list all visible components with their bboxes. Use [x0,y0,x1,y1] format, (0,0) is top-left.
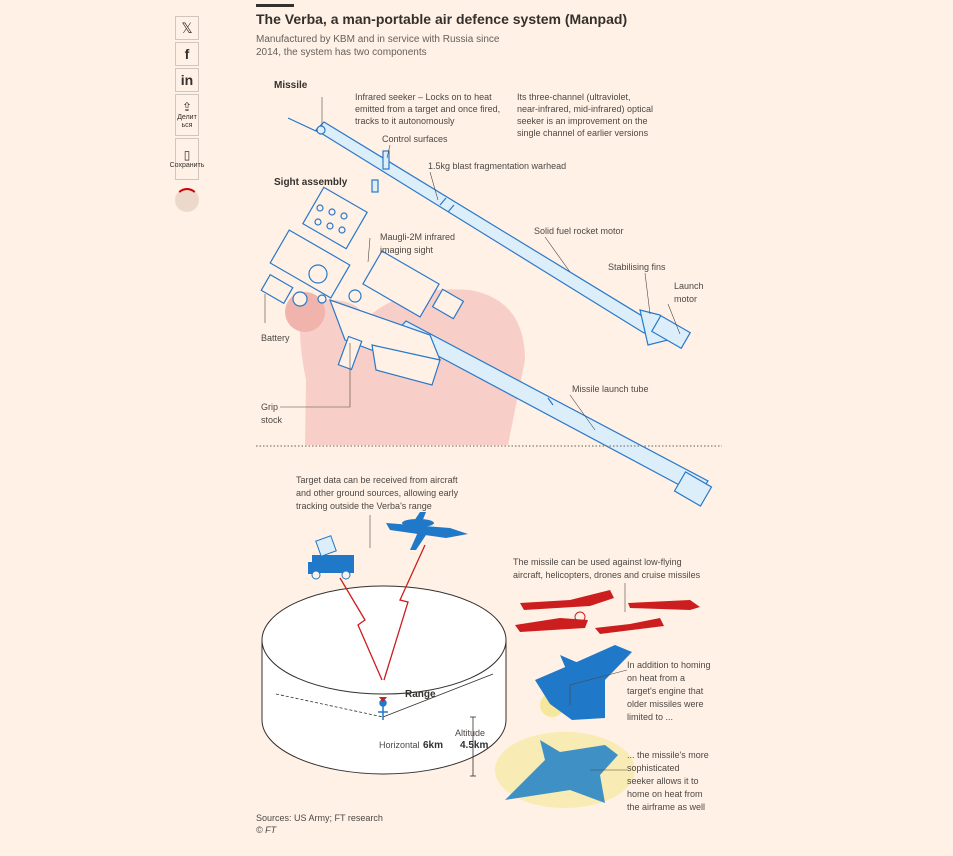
radar-truck-icon [308,535,354,580]
homing-heat-line-3: target's engine that [627,686,704,696]
linkedin-icon: in [180,72,194,88]
sophisticated-line-5: the airframe as well [627,802,705,810]
facebook-icon: f [184,46,190,62]
sophisticated-line-3: seeker allows it to [627,776,699,786]
copyright-line: © FT [256,825,277,835]
launch-motor-label-line-1: Launch [674,281,704,291]
horizontal-label: Horizontal [379,740,420,750]
stabilising-fins-label: Stabilising fins [608,262,666,272]
cruise-missile-icon [628,600,700,610]
optical-note-line-3: seeker is an improvement on the [517,116,648,126]
altitude-value: 4.5km [460,740,488,751]
homing-heat-line-2: on heat from a [627,673,685,683]
share-rail: 𝕏 f in ⇪ Делит ься ▯ Сохранить [170,16,204,212]
awacs-plane-icon [386,512,468,550]
target-data-line-2: and other ground sources, allowing early [296,488,459,498]
sophisticated-line-1: ... the missile's more [627,750,709,760]
grip-stock-label-line-2: stock [261,415,283,425]
target-data-line-1: Target data can be received from aircraf… [296,475,458,485]
control-surfaces-label: Control surfaces [382,134,448,144]
sight-heading: Sight assembly [274,177,348,188]
jet-airframe-heat [495,732,635,808]
fighter-jet-icon [520,590,614,610]
helicopter-icon [515,618,588,632]
manpad-diagram: Missile Sight assembly Infrared seeker –… [256,80,722,810]
optical-note-line-1: Its three-channel (ultraviolet, [517,92,631,102]
grip-stock-label-line-1: Grip [261,402,278,412]
homing-heat-line-1: In addition to homing [627,660,711,670]
maugli-label-line-1: Maugli-2M infrared [380,232,455,242]
sight-assembly [260,186,465,386]
optical-note-line-4: single channel of earlier versions [517,128,649,138]
facebook-share-button[interactable]: f [175,42,199,66]
jet-engine-heat [535,645,632,720]
altitude-label: Altitude [455,728,485,738]
drone-icon [595,618,664,634]
share-label: Делит ься [177,114,197,129]
warhead-label: 1.5kg blast fragmentation warhead [428,161,566,171]
seeker-note-line-3: tracks to it autonomously [355,116,455,126]
battery-label: Battery [261,333,290,343]
x-icon: 𝕏 [181,19,193,36]
low-flying-line-1: The missile can be used against low-flyi… [513,557,682,567]
optical-note-line-2: near-infrared, mid-infrared) optical [517,104,653,114]
page-subtitle: Manufactured by KBM and in service with … [256,34,500,58]
low-flying-line-2: aircraft, helicopters, drones and cruise… [513,570,701,580]
launch-tube-label: Missile launch tube [572,384,649,394]
launch-motor-label-line-2: motor [674,294,697,304]
share-icon: ⇪ [181,100,193,114]
missile-heading: Missile [274,80,308,91]
page-title: The Verba, a man-portable air defence sy… [256,11,628,27]
target-data-line-3: tracking outside the Verba's range [296,501,432,511]
homing-heat-line-4: older missiles were [627,699,704,709]
range-label: Range [405,689,436,700]
horizontal-value: 6km [423,740,443,751]
target-marker-icon [379,697,387,702]
sophisticated-line-2: sophisticated [627,763,680,773]
range-cylinder [261,585,507,775]
loading-spinner-icon [175,188,199,212]
save-label: Сохранить [169,162,205,169]
maugli-label-line-2: imaging sight [380,245,434,255]
save-button[interactable]: ▯ Сохранить [170,138,204,180]
seeker-note-line-1: Infrared seeker – Locks on to heat [355,92,492,102]
homing-heat-line-5: limited to ... [627,712,673,722]
bookmark-icon: ▯ [183,148,191,162]
data-signal-lines [339,544,426,681]
low-flying-targets [515,590,700,634]
rocket-motor-label: Solid fuel rocket motor [534,226,624,236]
sources-note: Sources: US Army; FT research © FT [256,812,383,836]
sophisticated-line-4: home on heat from [627,789,703,799]
missile-body [287,117,692,350]
sources-line: Sources: US Army; FT research [256,813,383,823]
jet-leader-lines [569,669,628,771]
linkedin-share-button[interactable]: in [175,68,199,92]
seeker-note-line-2: emitted from a target and once fired, [355,104,500,114]
title-rule [256,4,294,7]
leader-lines [264,97,681,431]
x-share-button[interactable]: 𝕏 [175,16,199,40]
range-measure-lines [275,673,494,777]
share-button[interactable]: ⇪ Делит ься [175,94,199,136]
target-crosshair-icon [574,611,586,623]
